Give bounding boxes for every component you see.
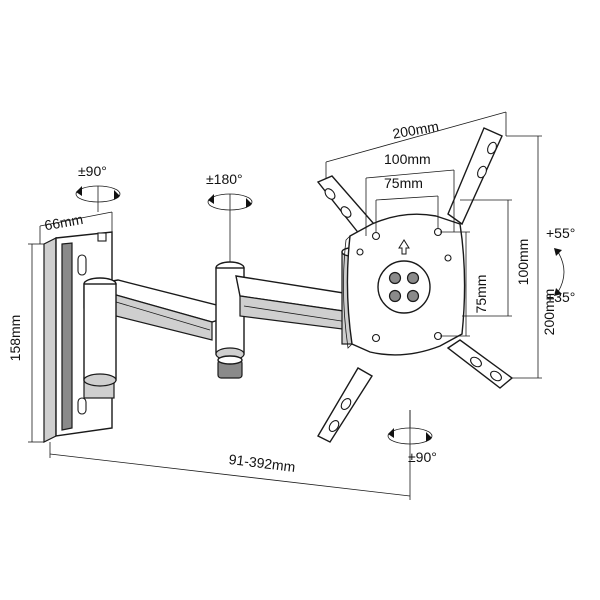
wall-hinge-bottom <box>83 373 117 387</box>
label-swivel-mid: ±180° <box>206 171 243 187</box>
arrow-icon <box>388 428 394 438</box>
label-width-75: 75mm <box>384 175 423 191</box>
mid-joint-knob-top <box>217 355 243 365</box>
wall-plate-slot-bottom <box>77 397 87 415</box>
bracket-hole <box>340 398 352 410</box>
label-width-200: 200mm <box>391 118 440 142</box>
dim-line-200 <box>325 111 507 163</box>
up-arrow-icon <box>398 239 410 255</box>
vesa-hole <box>371 231 381 241</box>
arrow-icon <box>554 248 562 256</box>
arrow-icon <box>114 190 120 200</box>
boss-hole <box>388 271 402 285</box>
bracket-hole <box>490 370 502 382</box>
label-swivel-head: ±90° <box>408 449 437 465</box>
label-width-100: 100mm <box>384 151 431 167</box>
label-wall-width: 66mm <box>43 211 84 234</box>
label-tilt-down: +35° <box>546 289 575 305</box>
dim-line-66 <box>39 211 113 227</box>
rotation-indicators <box>75 185 565 445</box>
label-wall-height: 158mm <box>7 315 23 362</box>
center-boss <box>377 260 431 314</box>
arrow-icon <box>426 432 432 442</box>
boss-hole <box>406 289 420 303</box>
arm-assembly <box>83 247 361 387</box>
arrow-icon <box>554 288 562 296</box>
bracket-hole <box>340 206 352 218</box>
mid-joint-body <box>215 267 245 355</box>
vesa-hole <box>444 254 452 262</box>
vesa-hole <box>371 333 381 343</box>
bracket-hole <box>328 420 340 432</box>
label-tilt-up: +55° <box>546 225 575 241</box>
boss-hole <box>388 289 402 303</box>
wall-plate-channel <box>61 242 73 431</box>
boss-hole <box>406 271 420 285</box>
wall-plate-slot-top <box>77 254 87 276</box>
arrow-icon <box>208 194 214 204</box>
bracket-hole <box>477 165 487 179</box>
dim-line-75 <box>375 195 439 201</box>
vesa-hole <box>356 248 364 256</box>
dimension-labels: 200mm 100mm 75mm 75mm 100mm 200mm 66mm 1… <box>7 118 575 475</box>
bracket-hole <box>324 188 336 200</box>
outer-arm-groove <box>243 305 349 323</box>
dim-line-extension <box>49 453 411 497</box>
bracket-hole <box>487 141 497 155</box>
bracket-hole <box>470 356 482 368</box>
center-plate-edge <box>343 235 353 349</box>
tilt-icon <box>557 251 565 293</box>
label-height-200: 200mm <box>541 289 557 336</box>
arrow-icon <box>76 186 82 196</box>
wall-plate-notch <box>97 232 107 242</box>
wall-plate-side <box>43 237 57 443</box>
wall-hinge-body <box>83 283 117 381</box>
arrow-icon <box>246 198 252 208</box>
label-height-100: 100mm <box>515 239 531 286</box>
dim-line-100 <box>365 169 455 179</box>
label-swivel-wall: ±90° <box>78 163 107 179</box>
label-height-75: 75mm <box>473 275 489 314</box>
label-extension: 91-392mm <box>228 451 296 475</box>
